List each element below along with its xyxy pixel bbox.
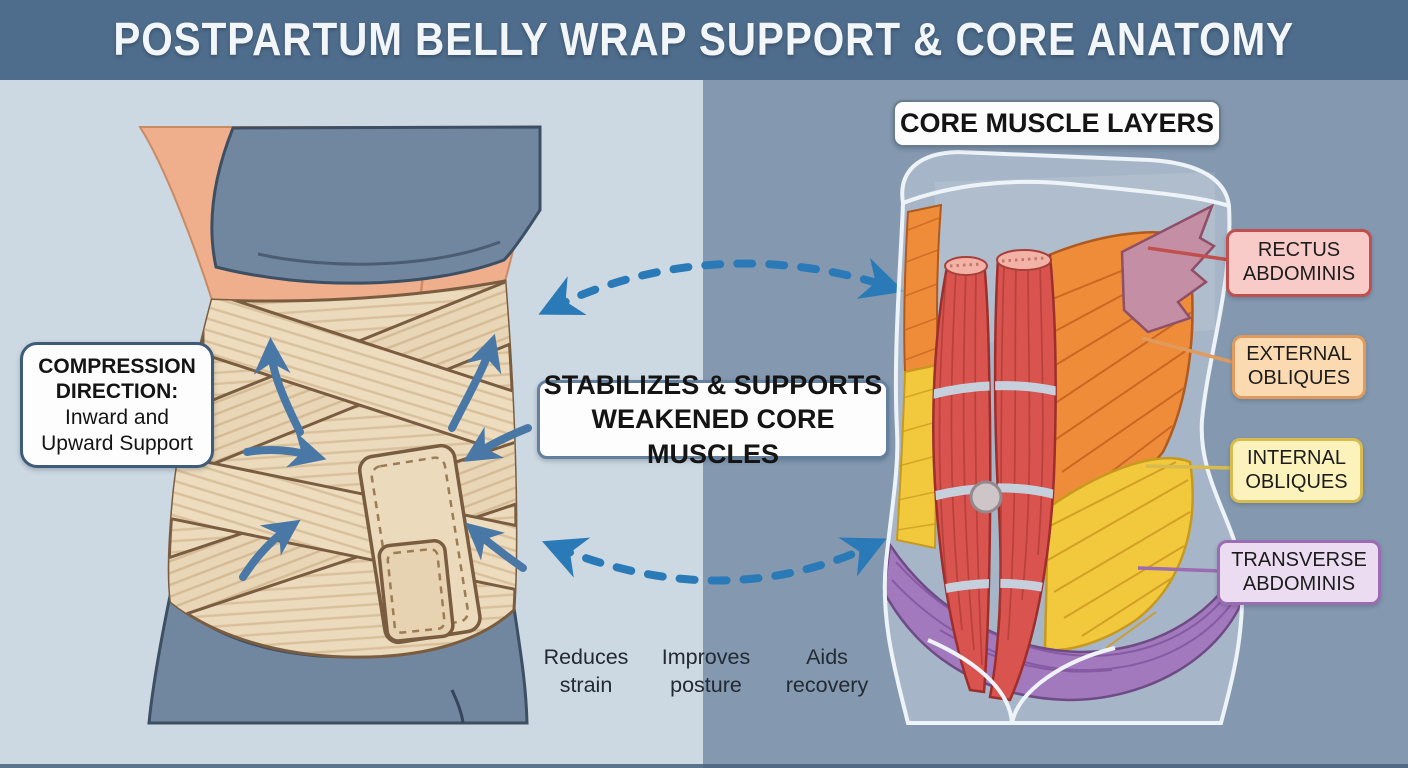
- cut-rim-line: [902, 179, 1230, 208]
- benefit-improves-posture: Improves posture: [661, 645, 751, 698]
- leader-lines: [1137, 246, 1241, 573]
- cap-stipple: [949, 262, 983, 268]
- navel: [969, 480, 1003, 514]
- core-muscle-layers-heading: CORE MUSCLE LAYERS: [893, 100, 1221, 147]
- dashed-arrow-icon: [538, 257, 905, 585]
- pants-seam: [450, 689, 465, 724]
- title-bar: POSTPARTUM BELLY WRAP SUPPORT & CORE ANA…: [0, 0, 1408, 80]
- page-title: POSTPARTUM BELLY WRAP SUPPORT & CORE ANA…: [113, 13, 1295, 66]
- sports-bra: [210, 125, 542, 285]
- benefit-reduces-strain: Reduces strain: [543, 645, 629, 698]
- compression-heading: COMPRESSION: [38, 354, 196, 378]
- stabilizes-label: STABILIZES & SUPPORTS WEAKENED CORE MUSC…: [537, 370, 889, 469]
- bottom-border: [0, 764, 1408, 768]
- label-rectus-abdominis: RECTUS ABDOMINIS: [1226, 229, 1372, 297]
- muscle-cut-cap: [996, 249, 1052, 271]
- compression-heading: DIRECTION:: [55, 380, 179, 404]
- compression-arrow-icon: [239, 333, 532, 581]
- bra-seam: [257, 240, 501, 266]
- benefit-aids-recovery: Aids recovery: [785, 645, 869, 698]
- groin-line: [1010, 646, 1116, 724]
- fiber-lines: [1045, 461, 1191, 649]
- label-transverse-abdominis: TRANSVERSE ABDOMINIS: [1217, 540, 1381, 605]
- compression-body: Inward and: [65, 406, 169, 429]
- core-anatomy-figure: [882, 149, 1248, 725]
- compression-direction-label: COMPRESSION DIRECTION: Inward and Upward…: [20, 342, 214, 468]
- fiber-lines: [896, 387, 938, 531]
- belly-wrap-figure: [138, 125, 542, 725]
- cap-stipple: [1001, 256, 1047, 263]
- fiber-lines: [904, 217, 940, 361]
- groin-line: [927, 638, 1014, 724]
- fiber-lines: [938, 259, 1044, 666]
- label-internal-obliques: INTERNAL OBLIQUES: [1230, 438, 1363, 503]
- velcro-panel: [377, 539, 455, 643]
- compression-body: Upward Support: [41, 431, 193, 455]
- label-external-obliques: EXTERNAL OBLIQUES: [1232, 335, 1366, 399]
- pink-muscle-wedge: [1120, 203, 1216, 334]
- muscle-cut-cap: [944, 256, 988, 276]
